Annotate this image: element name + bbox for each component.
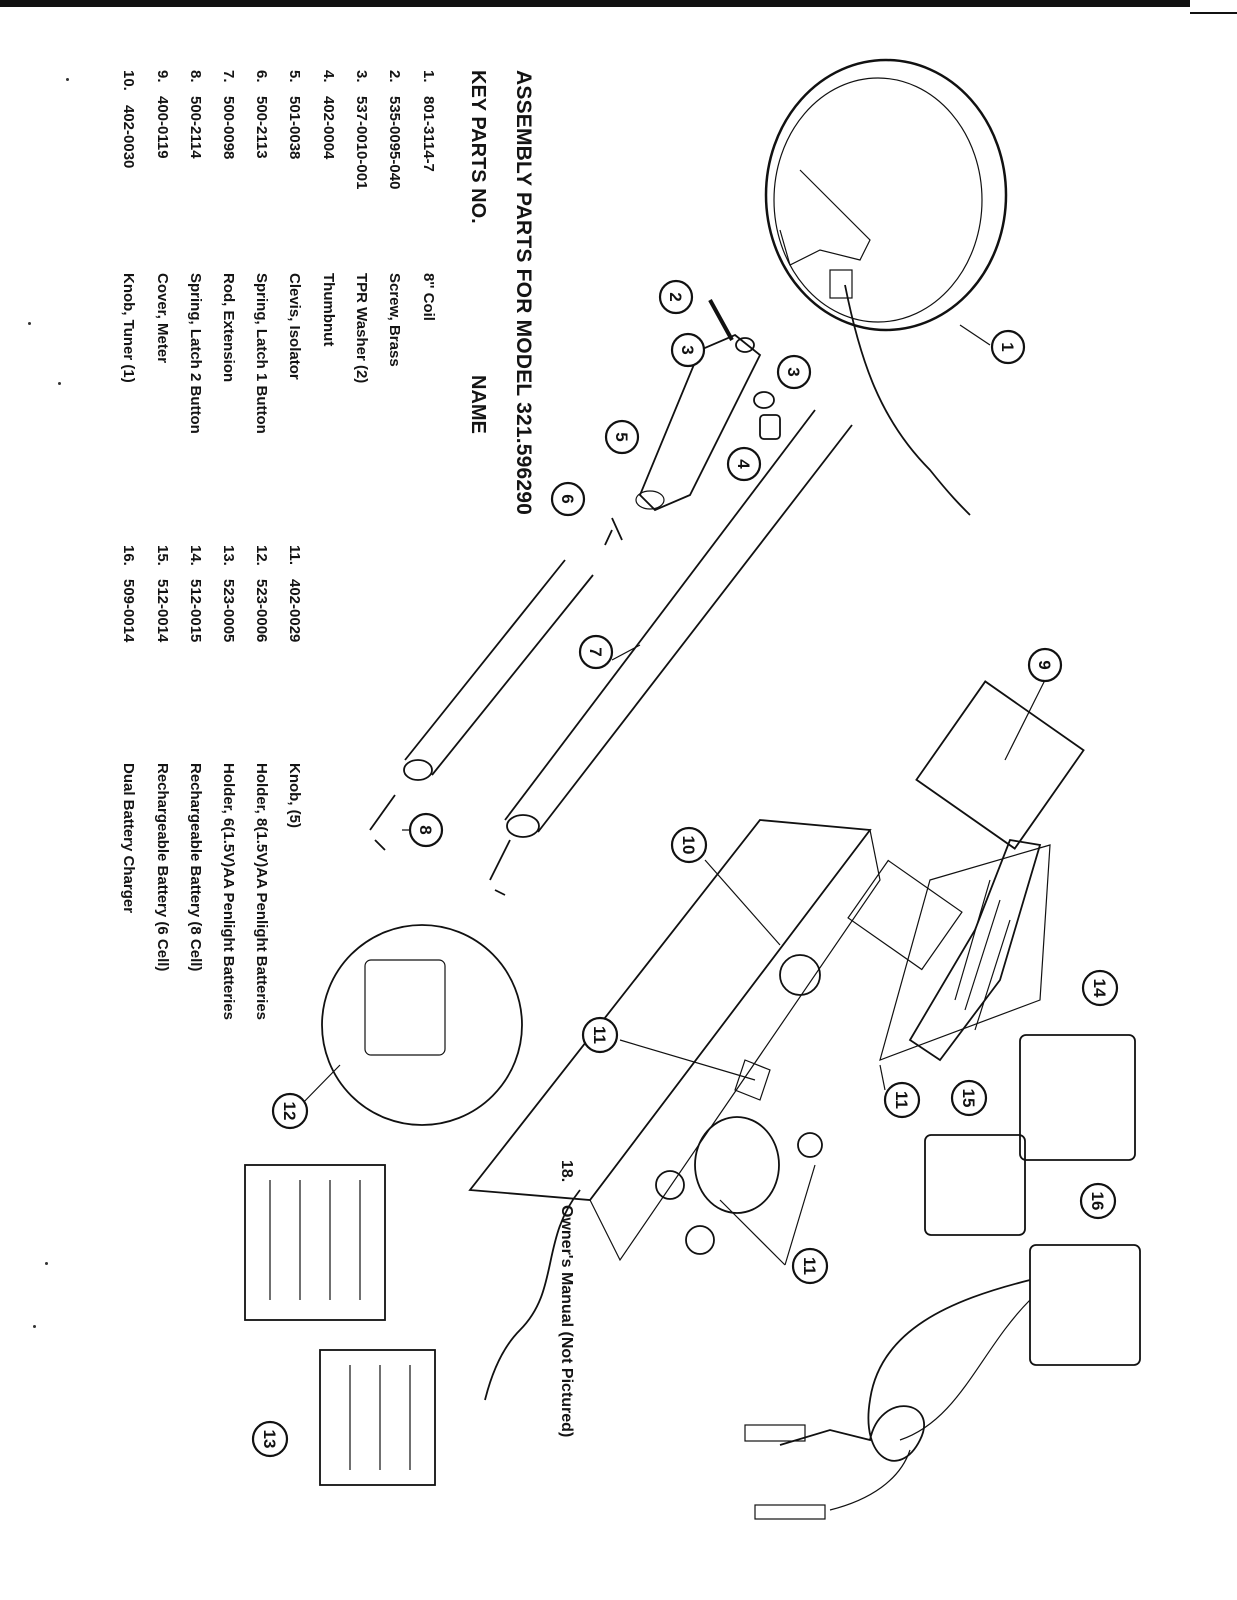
callout-4-label: 4	[734, 459, 753, 469]
callout-8: 8	[408, 812, 444, 848]
callout-11a: 11	[581, 1016, 619, 1054]
callout-5: 5	[604, 419, 640, 455]
top-border-line	[0, 0, 1237, 7]
callout-11b-label: 11	[892, 1091, 911, 1109]
callout-10: 10	[670, 826, 708, 864]
callout-12-label: 12	[280, 1102, 299, 1121]
scan-speck	[66, 78, 69, 81]
callout-11c-label: 11	[800, 1257, 819, 1275]
scan-speck	[33, 1325, 36, 1328]
callout-9-label: 9	[1035, 660, 1054, 669]
extension-rods-illustration	[403, 409, 853, 838]
callout-7: 7	[578, 634, 614, 670]
callout-6: 6	[550, 481, 586, 517]
callout-3b-label: 3	[784, 367, 803, 376]
callout-8-label: 8	[416, 825, 435, 834]
rechargeable-battery-8-illustration	[1019, 1034, 1136, 1161]
callout-5-label: 5	[612, 432, 631, 441]
meter-cover-illustration	[915, 680, 1085, 850]
rechargeable-battery-6-illustration	[924, 1134, 1026, 1236]
callout-2: 2	[658, 279, 694, 315]
control-box-illustration	[468, 819, 1051, 1262]
callout-11c: 11	[791, 1247, 829, 1285]
callout-15-label: 15	[959, 1089, 978, 1108]
latch-detail-inset	[321, 924, 523, 1126]
callout-3a: 3	[670, 332, 706, 368]
callout-9: 9	[1027, 647, 1063, 683]
hardware-illustration	[708, 299, 781, 440]
callout-3b: 3	[776, 354, 812, 390]
scan-speck	[28, 322, 31, 325]
callout-13-label: 13	[260, 1430, 279, 1449]
scan-speck	[45, 1262, 48, 1265]
callout-2-label: 2	[666, 292, 685, 301]
callout-14: 14	[1081, 969, 1119, 1007]
wire-harness	[484, 1189, 581, 1401]
callout-4: 4	[726, 446, 762, 482]
callout-16-label: 16	[1088, 1192, 1107, 1211]
battery-holder-8-illustration	[244, 1164, 386, 1321]
scan-speck	[58, 382, 61, 385]
spring-latch-2	[369, 794, 511, 896]
callout-11b: 11	[883, 1081, 921, 1119]
battery-charger-illustration	[744, 1244, 1141, 1520]
callout-12: 12	[271, 1092, 309, 1130]
handle-grip-illustration	[908, 838, 1042, 1062]
callout-16: 16	[1079, 1182, 1117, 1220]
top-right-corner-mark	[1190, 0, 1237, 14]
callout-11a-label: 11	[590, 1026, 609, 1044]
callout-6-label: 6	[558, 494, 577, 503]
callout-14-label: 14	[1090, 979, 1109, 998]
callout-10-label: 10	[679, 836, 698, 855]
search-coil-illustration	[764, 58, 1008, 516]
callout-1: 1	[990, 329, 1026, 365]
callout-15: 15	[950, 1079, 988, 1117]
spring-latch-1	[604, 517, 623, 546]
callout-1-label: 1	[998, 342, 1017, 351]
callout-3a-label: 3	[678, 345, 697, 354]
callout-13: 13	[251, 1420, 289, 1458]
callout-7-label: 7	[586, 647, 605, 656]
battery-holder-6-illustration	[319, 1349, 436, 1486]
